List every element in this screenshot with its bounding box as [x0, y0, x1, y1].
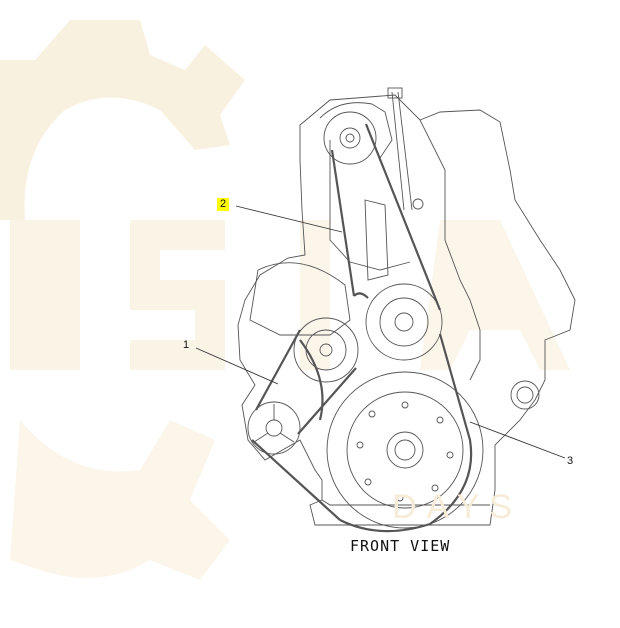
compressor-pulley — [247, 401, 301, 455]
crankshaft-pulley — [326, 371, 484, 529]
block-detail-bracket — [364, 199, 389, 281]
crankshaft-bolts — [356, 401, 454, 502]
idler-pulley — [293, 317, 359, 383]
front-housing — [249, 262, 351, 336]
belt-crank — [299, 333, 473, 533]
watermark-text: DAYS — [392, 488, 523, 526]
alternator-hub — [339, 127, 361, 149]
callout-1: 1 — [183, 339, 190, 351]
crankshaft-ring — [346, 391, 464, 509]
right-boss-inner — [516, 386, 534, 404]
compressor-hub — [265, 419, 283, 437]
callout-2: 2 — [217, 198, 230, 211]
block-detail-bottom — [321, 499, 490, 506]
right-boss — [510, 380, 540, 410]
compressor-spokes — [253, 404, 295, 443]
crankshaft-hub — [386, 431, 424, 469]
engine-block-outline — [237, 94, 576, 526]
tensioner-nut — [387, 87, 403, 99]
idler-hub — [319, 343, 333, 357]
crankshaft-center — [394, 439, 416, 461]
callout-3: 3 — [567, 455, 574, 467]
water-pump-hub — [394, 312, 414, 332]
leader-line-1 — [195, 347, 279, 385]
water-pump-inner — [379, 297, 429, 347]
block-detail-cover — [329, 140, 411, 271]
leader-line-2 — [235, 205, 343, 233]
belt-lower-left — [251, 329, 357, 521]
leader-line-3 — [469, 421, 566, 459]
block-detail-right — [419, 119, 481, 381]
belt-upper — [330, 123, 442, 311]
alternator-pulley — [323, 111, 377, 165]
alternator-center — [345, 133, 355, 143]
alternator-body — [319, 102, 393, 159]
tensioner-bolt — [412, 198, 424, 210]
tensioner-rod — [391, 91, 413, 211]
diagram-caption: FRONT VIEW — [350, 537, 451, 555]
watermark-logo — [0, 20, 570, 580]
water-pump-pulley — [365, 283, 443, 361]
